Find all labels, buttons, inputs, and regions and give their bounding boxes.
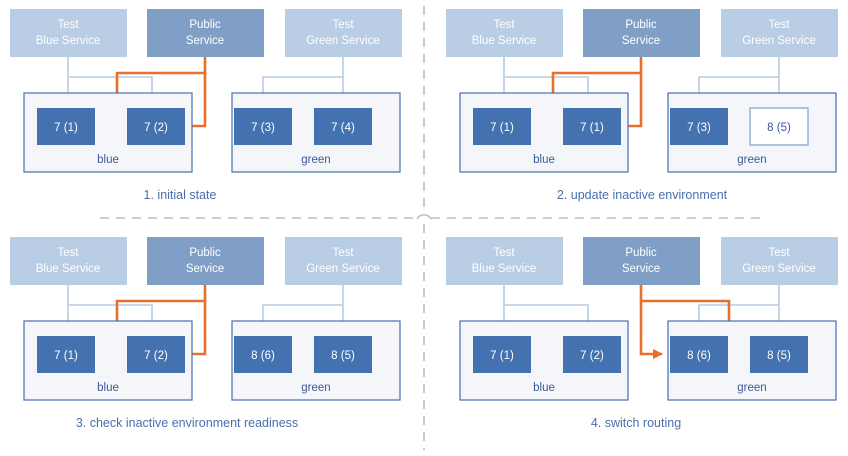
- instance-box: [234, 108, 292, 145]
- service-label: Blue Service: [36, 263, 101, 275]
- service-box-public: [583, 9, 700, 57]
- service-box-public: [583, 237, 700, 285]
- environment-green-label: green: [737, 382, 766, 394]
- service-label: Blue Service: [472, 35, 537, 47]
- service-box-test-green: [721, 9, 838, 57]
- panel-1: blue green 7 (1) 7 (2) 7 (3) 7 (4) Test …: [0, 0, 424, 228]
- environment-green-label: green: [301, 154, 330, 166]
- service-box-test-green: [285, 9, 402, 57]
- instance-box: [314, 108, 372, 145]
- panel-caption: 1. initial state: [144, 188, 217, 202]
- service-label: Green Service: [306, 35, 380, 47]
- panel-1-svg: blue green 7 (1) 7 (2) 7 (3) 7 (4) Test …: [10, 9, 402, 202]
- instance-box: [563, 108, 621, 145]
- service-label: Public: [625, 247, 657, 259]
- test-green-routing: [698, 57, 787, 105]
- environment-green-label: green: [737, 154, 766, 166]
- service-label: Test: [768, 247, 790, 259]
- instance-label: 7 (2): [580, 350, 604, 362]
- instance-box: [670, 336, 728, 373]
- instance-label: 8 (5): [767, 350, 791, 362]
- service-label: Test: [332, 247, 354, 259]
- service-label: Green Service: [306, 263, 380, 275]
- panel-caption: 3. check inactive environment readiness: [76, 416, 298, 430]
- service-box-test-green: [721, 237, 838, 285]
- instance-box: [127, 108, 185, 145]
- instance-label: 7 (1): [490, 122, 514, 134]
- instance-box: [37, 108, 95, 145]
- instance-box: [473, 108, 531, 145]
- instance-label: 7 (4): [331, 122, 355, 134]
- test-blue-routing: [67, 285, 160, 333]
- panel-caption: 4. switch routing: [591, 416, 681, 430]
- service-label: Test: [768, 19, 790, 31]
- instance-label: 7 (3): [251, 122, 275, 134]
- test-blue-routing: [503, 285, 596, 333]
- test-blue-routing: [67, 57, 160, 105]
- instance-label: 7 (1): [580, 122, 604, 134]
- service-label: Green Service: [742, 263, 816, 275]
- test-blue-routing: [503, 57, 596, 105]
- service-box-test-green: [285, 237, 402, 285]
- instance-box: [127, 336, 185, 373]
- panel-4-svg: blue green 7 (1) 7 (2) 8 (6) 8 (5) Test …: [446, 237, 838, 430]
- service-box-test-blue: [446, 237, 563, 285]
- instance-label: 7 (2): [144, 350, 168, 362]
- instance-label: 7 (1): [490, 350, 514, 362]
- test-green-routing: [262, 57, 351, 105]
- service-label: Blue Service: [472, 263, 537, 275]
- instance-label: 8 (5): [767, 122, 791, 134]
- panel-3-svg: blue green 7 (1) 7 (2) 8 (6) 8 (5) Test …: [10, 237, 402, 430]
- instance-box-pending: [749, 107, 809, 146]
- service-label: Public: [189, 247, 221, 259]
- service-label: Service: [622, 35, 660, 47]
- service-box-test-blue: [446, 9, 563, 57]
- instance-label: 7 (2): [144, 122, 168, 134]
- test-green-routing: [698, 285, 787, 333]
- instance-box: [314, 336, 372, 373]
- panel-2-svg: blue green 7 (1) 7 (1) 7 (3) 8 (5) Test …: [446, 9, 838, 202]
- service-label: Green Service: [742, 35, 816, 47]
- service-label: Test: [493, 19, 515, 31]
- test-green-routing: [262, 285, 351, 333]
- service-label: Service: [622, 263, 660, 275]
- instance-label: 8 (5): [331, 350, 355, 362]
- instance-box: [473, 336, 531, 373]
- service-box-test-blue: [10, 237, 127, 285]
- service-label: Service: [186, 263, 224, 275]
- service-label: Public: [625, 19, 657, 31]
- panel-2: blue green 7 (1) 7 (1) 7 (3) 8 (5) Test …: [424, 0, 848, 228]
- service-label: Test: [493, 247, 515, 259]
- service-label: Public: [189, 19, 221, 31]
- instance-label: 7 (3): [687, 122, 711, 134]
- environment-blue-label: blue: [97, 154, 119, 166]
- instance-box: [563, 336, 621, 373]
- environment-blue-label: blue: [97, 382, 119, 394]
- instance-box: [750, 336, 808, 373]
- panel-4: blue green 7 (1) 7 (2) 8 (6) 8 (5) Test …: [424, 228, 848, 456]
- service-label: Test: [57, 247, 79, 259]
- instance-box: [234, 336, 292, 373]
- environment-blue-label: blue: [533, 382, 555, 394]
- environment-blue-label: blue: [533, 154, 555, 166]
- panel-caption: 2. update inactive environment: [557, 188, 728, 202]
- service-label: Service: [186, 35, 224, 47]
- instance-box: [670, 108, 728, 145]
- instance-label: 8 (6): [251, 350, 275, 362]
- service-box-public: [147, 9, 264, 57]
- panel-3: blue green 7 (1) 7 (2) 8 (6) 8 (5) Test …: [0, 228, 424, 456]
- environment-green-label: green: [301, 382, 330, 394]
- service-box-test-blue: [10, 9, 127, 57]
- instance-box: [37, 336, 95, 373]
- instance-label: 8 (6): [687, 350, 711, 362]
- instance-label: 7 (1): [54, 122, 78, 134]
- service-label: Test: [57, 19, 79, 31]
- instance-label: 7 (1): [54, 350, 78, 362]
- service-box-public: [147, 237, 264, 285]
- service-label: Test: [332, 19, 354, 31]
- service-label: Blue Service: [36, 35, 101, 47]
